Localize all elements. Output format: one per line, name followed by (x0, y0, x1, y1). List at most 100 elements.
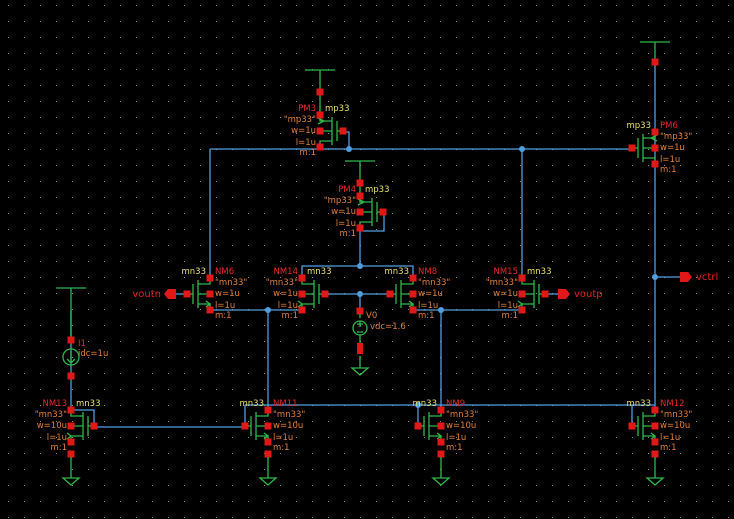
pin-square[interactable] (357, 343, 363, 354)
ground-icon (645, 466, 665, 486)
source-pin[interactable] (264, 438, 272, 446)
drain-pin[interactable] (206, 274, 214, 282)
instance-name: I1 (78, 339, 86, 349)
multiplier-param: m:1 (50, 443, 67, 453)
gate-pin[interactable] (339, 127, 347, 135)
pin-voutp[interactable]: voutp (558, 289, 603, 300)
instance-name: NM12 (660, 399, 685, 409)
body-pin[interactable] (316, 127, 324, 135)
pin-voutn[interactable]: voutn (132, 289, 176, 300)
pin-label: voutn (132, 289, 161, 300)
pin-square[interactable] (651, 58, 659, 66)
length-param: l=1u (273, 433, 293, 443)
mos-symbol-icon (359, 196, 383, 228)
body-pin[interactable] (409, 290, 417, 298)
mos-arrow-icon (650, 432, 657, 440)
model-name: mn33 (627, 399, 651, 409)
multiplier-param: m:1 (299, 148, 316, 158)
ground-icon (61, 466, 81, 486)
body-pin[interactable] (264, 422, 272, 430)
gate-pin[interactable] (379, 208, 387, 216)
source-pin[interactable] (356, 224, 364, 232)
pin-square[interactable] (67, 372, 75, 380)
drain-pin[interactable] (356, 192, 364, 200)
body-pin[interactable] (651, 144, 659, 152)
gate-pin[interactable] (241, 422, 249, 430)
cell-name: "mn33" (35, 410, 67, 420)
drain-pin[interactable] (651, 406, 659, 414)
ground-icon (431, 466, 451, 486)
vdd-supply-icon (345, 160, 375, 196)
body-pin[interactable] (298, 290, 306, 298)
drain-pin[interactable] (409, 274, 417, 282)
gate-pin[interactable] (321, 290, 329, 298)
gate-pin[interactable] (628, 422, 636, 430)
source-pin[interactable] (437, 438, 445, 446)
pin-square[interactable] (264, 450, 272, 458)
pin-vctrl[interactable]: vctrl (680, 272, 718, 283)
body-pin[interactable] (206, 290, 214, 298)
drain-pin[interactable] (67, 406, 75, 414)
source-pin[interactable] (67, 438, 75, 446)
gate-pin[interactable] (90, 422, 98, 430)
wire-pm4-gate[interactable] (360, 213, 385, 232)
instance-name: NM11 (273, 399, 298, 409)
width-param: w=10u (446, 421, 476, 431)
source-pin[interactable] (206, 306, 214, 314)
length-param: l=1u (660, 155, 680, 165)
pin-label: voutp (574, 289, 603, 300)
drain-pin[interactable] (437, 406, 445, 414)
pin-arrow-icon (680, 272, 692, 282)
pin-square[interactable] (651, 450, 659, 458)
source-pin[interactable] (651, 160, 659, 168)
pin-square[interactable] (316, 88, 324, 96)
source-pin[interactable] (651, 438, 659, 446)
body-pin[interactable] (356, 208, 364, 216)
body-pin[interactable] (651, 422, 659, 430)
gate-pin[interactable] (541, 290, 549, 298)
pin-square[interactable] (437, 450, 445, 458)
source-pin[interactable] (316, 143, 324, 151)
drain-pin[interactable] (264, 406, 272, 414)
pin-square[interactable] (67, 450, 75, 458)
source-pin[interactable] (298, 306, 306, 314)
width-param: w=1u (418, 289, 443, 299)
wire-nm13-diode[interactable] (71, 409, 95, 427)
junction-dot (438, 307, 444, 313)
pin-square[interactable] (67, 336, 75, 344)
gate-pin[interactable] (183, 290, 191, 298)
pin-square[interactable] (356, 307, 364, 315)
body-pin[interactable] (437, 422, 445, 430)
width-param: w=1u (493, 289, 518, 299)
body-pin[interactable] (518, 290, 526, 298)
drain-pin[interactable] (298, 274, 306, 282)
gate-pin[interactable] (386, 290, 394, 298)
source-pin[interactable] (409, 306, 417, 314)
drain-pin[interactable] (316, 111, 324, 119)
pin-square[interactable] (356, 179, 364, 187)
source-pin[interactable] (518, 306, 526, 314)
mos-arrow-icon (357, 198, 366, 206)
gate-pin[interactable] (414, 422, 422, 430)
drain-pin[interactable] (518, 274, 526, 282)
drain-pin[interactable] (651, 128, 659, 136)
mos-arrow-icon (297, 300, 304, 308)
body-pin[interactable] (67, 422, 75, 430)
gate-pin[interactable] (628, 144, 636, 152)
mos-arrow-icon (408, 300, 415, 308)
